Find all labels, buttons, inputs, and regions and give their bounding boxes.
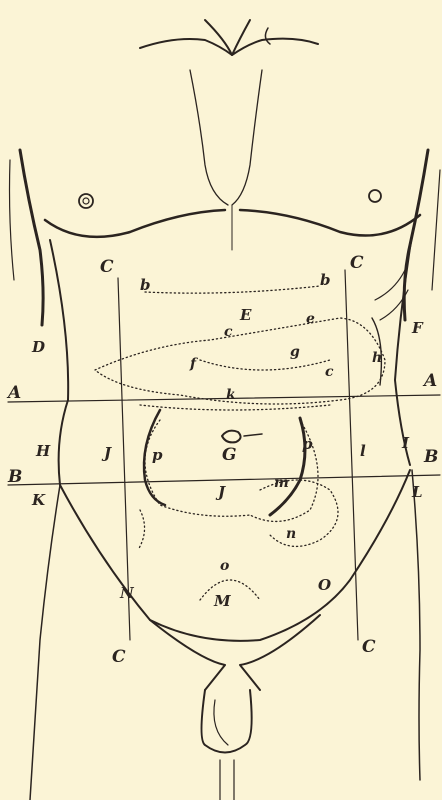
label-l-small: l (360, 442, 366, 460)
label-c-bottom-right: C (362, 637, 376, 657)
chest-line-right (232, 70, 262, 205)
label-g-small: g (290, 344, 300, 360)
caecum-dots (138, 510, 145, 550)
right-thigh (412, 470, 420, 780)
groin-right (240, 615, 320, 690)
label-j-center: J (215, 483, 226, 501)
label-c-bottom-left: C (112, 647, 126, 667)
label-n-small: n (286, 526, 296, 542)
label-o-small: o (220, 558, 229, 574)
label-k: K (31, 491, 46, 509)
label-e-small-top: e (306, 311, 315, 327)
left-arm-shade (10, 160, 15, 280)
pectoral-border-right (240, 210, 420, 236)
chest-line-left (190, 70, 228, 205)
label-b-small-left: b (140, 276, 151, 294)
colon-descending (270, 418, 305, 515)
left-arm-outline (20, 150, 43, 325)
colon-transverse-dots (140, 405, 330, 410)
label-m: M (213, 592, 231, 610)
groin-left (150, 620, 225, 690)
left-flank (50, 240, 68, 485)
clavicle-left (140, 39, 232, 55)
stomach-curve-dots (200, 360, 330, 370)
right-arm-outline (404, 150, 428, 320)
label-g: G (222, 445, 237, 465)
clavicle-right (232, 39, 318, 55)
label-p-right: p (302, 435, 313, 453)
neck-mark (265, 28, 270, 44)
label-k-small: k (226, 387, 236, 403)
label-b-left: B (7, 467, 22, 487)
label-h-small: h (372, 350, 382, 366)
label-l: L (411, 483, 423, 501)
right-flank (395, 235, 412, 465)
umbilicus (222, 431, 241, 443)
nipple-left (79, 194, 93, 208)
label-c-small-left: c (224, 324, 233, 340)
label-d: D (31, 338, 45, 356)
left-thigh (30, 485, 60, 800)
label-m-small: m (274, 475, 289, 491)
nipple-left-inner (83, 198, 89, 204)
umbilicus-tail (244, 434, 262, 436)
label-a-right: A (422, 371, 437, 391)
rib-mark-1 (375, 270, 405, 300)
label-a-left: A (6, 383, 21, 403)
label-i: I (401, 434, 410, 452)
label-h: H (35, 442, 51, 460)
label-f: F (411, 319, 424, 337)
label-p-left: p (152, 446, 163, 464)
liver-stomach-dots (95, 318, 385, 404)
label-j-left: J (101, 444, 112, 462)
label-e: E (239, 306, 252, 324)
label-f-small: f (189, 356, 199, 372)
diaphragm-dots (145, 286, 320, 293)
label-c-top-left: C (100, 257, 114, 277)
genital-lower (220, 760, 234, 800)
nipple-right (369, 190, 381, 202)
label-b-right: B (423, 447, 438, 467)
label-o: O (318, 576, 331, 594)
label-c-top-right: C (350, 253, 364, 273)
right-arm-shade (432, 170, 440, 290)
label-n: N (119, 584, 135, 602)
jugular-notch (205, 20, 250, 55)
pectoral-border-left (45, 210, 225, 237)
label-b-small-right: b (320, 271, 331, 289)
label-c-small-right: c (325, 364, 334, 380)
genital-shade (214, 700, 228, 745)
